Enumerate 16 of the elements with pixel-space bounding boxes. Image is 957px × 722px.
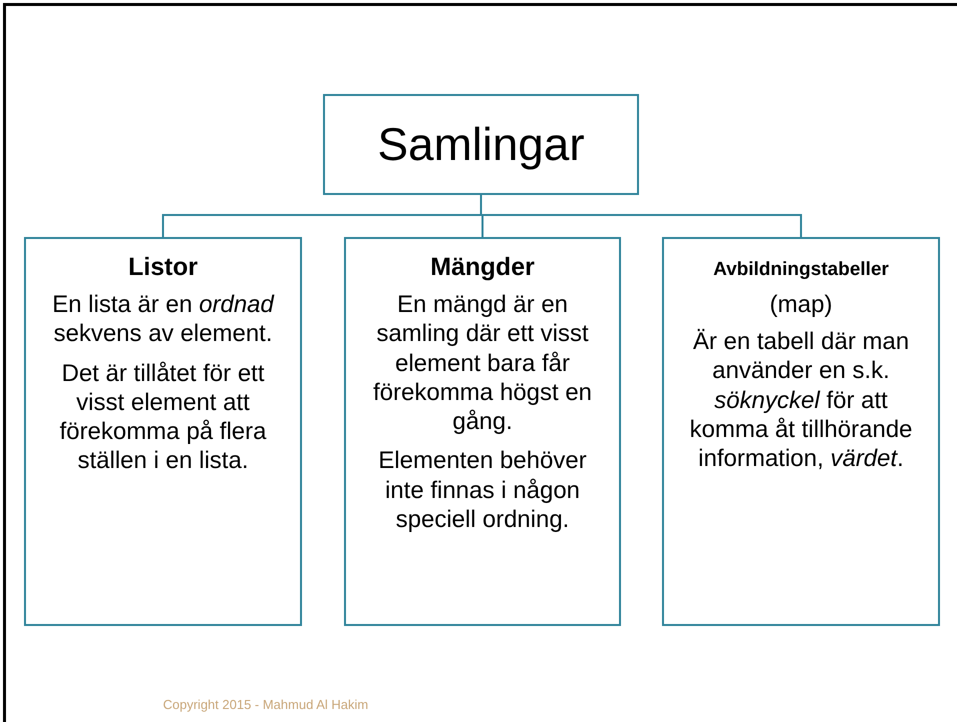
heading: Mängder — [429, 253, 536, 282]
description-text: En mängd är en samling där ett visst element bara får förekomma högst en gång. — [372, 290, 593, 436]
heading: Avbildningstabeller — [712, 259, 890, 281]
heading: Listor — [127, 253, 199, 282]
title-box — [323, 94, 639, 195]
description-text: Är en tabell där man använder en s.k. söknyckel för att komma åt tillhörande information, värdet. — [688, 327, 914, 474]
category-box — [662, 237, 940, 626]
description-text: En lista är en ordnad sekvens av element. — [51, 290, 276, 349]
subheading: (map) — [768, 291, 834, 319]
connector-line — [480, 195, 802, 237]
description-text: Det är tillåtet för ett visst element att förekomma på flera ställen i en lista. — [58, 358, 268, 476]
category-box — [24, 237, 302, 626]
category-box — [344, 237, 621, 626]
description-text: Elementen behöver inte finnas i någon speciell ordning. — [377, 446, 588, 534]
copyright-note: Copyright 2015 - Mahmud Al Hakim — [163, 697, 368, 712]
title-text: Samlingar — [376, 117, 586, 172]
